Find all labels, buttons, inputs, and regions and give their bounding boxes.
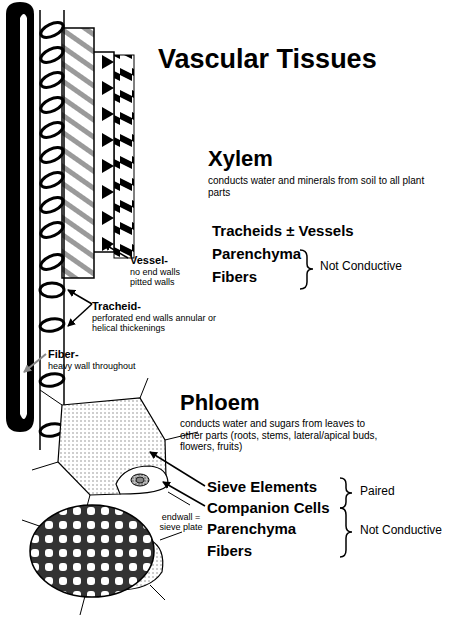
cell-type: Tracheids ± Vessels	[212, 222, 354, 239]
leader-arrow	[68, 290, 92, 304]
cell-type: Fibers	[212, 268, 257, 285]
helical-thickening	[39, 251, 66, 272]
helical-thickening	[39, 144, 66, 165]
cell-type: Parenchyma	[212, 245, 301, 262]
helical-thickening	[39, 194, 66, 215]
leader-arrow	[68, 304, 92, 326]
part-name: Fiber-	[48, 348, 79, 361]
cell-type: Fibers	[207, 542, 252, 559]
nucleolus	[136, 477, 144, 483]
leader-arrow	[163, 482, 205, 506]
annular-thickening	[40, 283, 64, 297]
helical-thickening	[39, 169, 66, 190]
leader-arrow	[24, 354, 46, 372]
helical-thickening	[39, 44, 66, 65]
part-description: perforated end walls annular or helical …	[92, 313, 242, 334]
section-heading: Xylem	[208, 146, 273, 171]
cell-wall	[150, 585, 165, 600]
helical-thickening	[39, 69, 66, 90]
section-heading: Phloem	[180, 390, 259, 415]
companion-nucleus	[131, 474, 149, 486]
fiber-lumen	[20, 14, 27, 419]
vessel-element	[62, 28, 94, 278]
cell-type: Parenchyma	[207, 520, 296, 537]
cell-wall	[32, 462, 58, 470]
cell-wall	[160, 532, 182, 540]
part-name: endwall = sieve plate	[158, 512, 204, 533]
leader-arrow	[150, 452, 205, 486]
part-name: Tracheid-	[92, 300, 141, 313]
companion-cell	[116, 466, 168, 494]
cell-type: Companion Cells	[207, 499, 330, 516]
leader-arrow	[104, 244, 128, 258]
phloem-cells	[22, 378, 198, 615]
cell-wall	[40, 390, 62, 405]
part-description: heavy wall throughout	[48, 361, 178, 371]
group-label: Not Conductive	[320, 260, 402, 274]
group-label: Not Conductive	[360, 524, 442, 538]
part-name: Vessel-	[130, 254, 168, 267]
helical-thickening	[39, 219, 66, 240]
cell-type: Sieve Elements	[207, 478, 317, 495]
vessel-element	[114, 55, 134, 258]
annular-thickening	[39, 372, 65, 388]
group-label: Paired	[360, 485, 395, 499]
bracket	[340, 508, 352, 557]
cell-wall	[168, 492, 190, 505]
helical-thickening	[39, 119, 66, 140]
helical-thickening	[39, 94, 66, 115]
description: conducts water and sugars from leaves to…	[180, 418, 380, 453]
sieve-plate	[30, 505, 154, 597]
part-description: no end walls pitted walls	[130, 267, 202, 288]
cell-wall	[140, 378, 148, 398]
helical-thickening	[39, 19, 66, 40]
cell-wall	[80, 596, 85, 615]
annular-thickening	[39, 317, 65, 333]
vessel-element	[92, 52, 114, 252]
diagram-title: Vascular Tissues	[158, 44, 377, 75]
bracket	[300, 250, 313, 289]
bracket	[340, 478, 352, 508]
description: conducts water and minerals from soil to…	[208, 175, 438, 198]
tracheid	[39, 10, 66, 450]
